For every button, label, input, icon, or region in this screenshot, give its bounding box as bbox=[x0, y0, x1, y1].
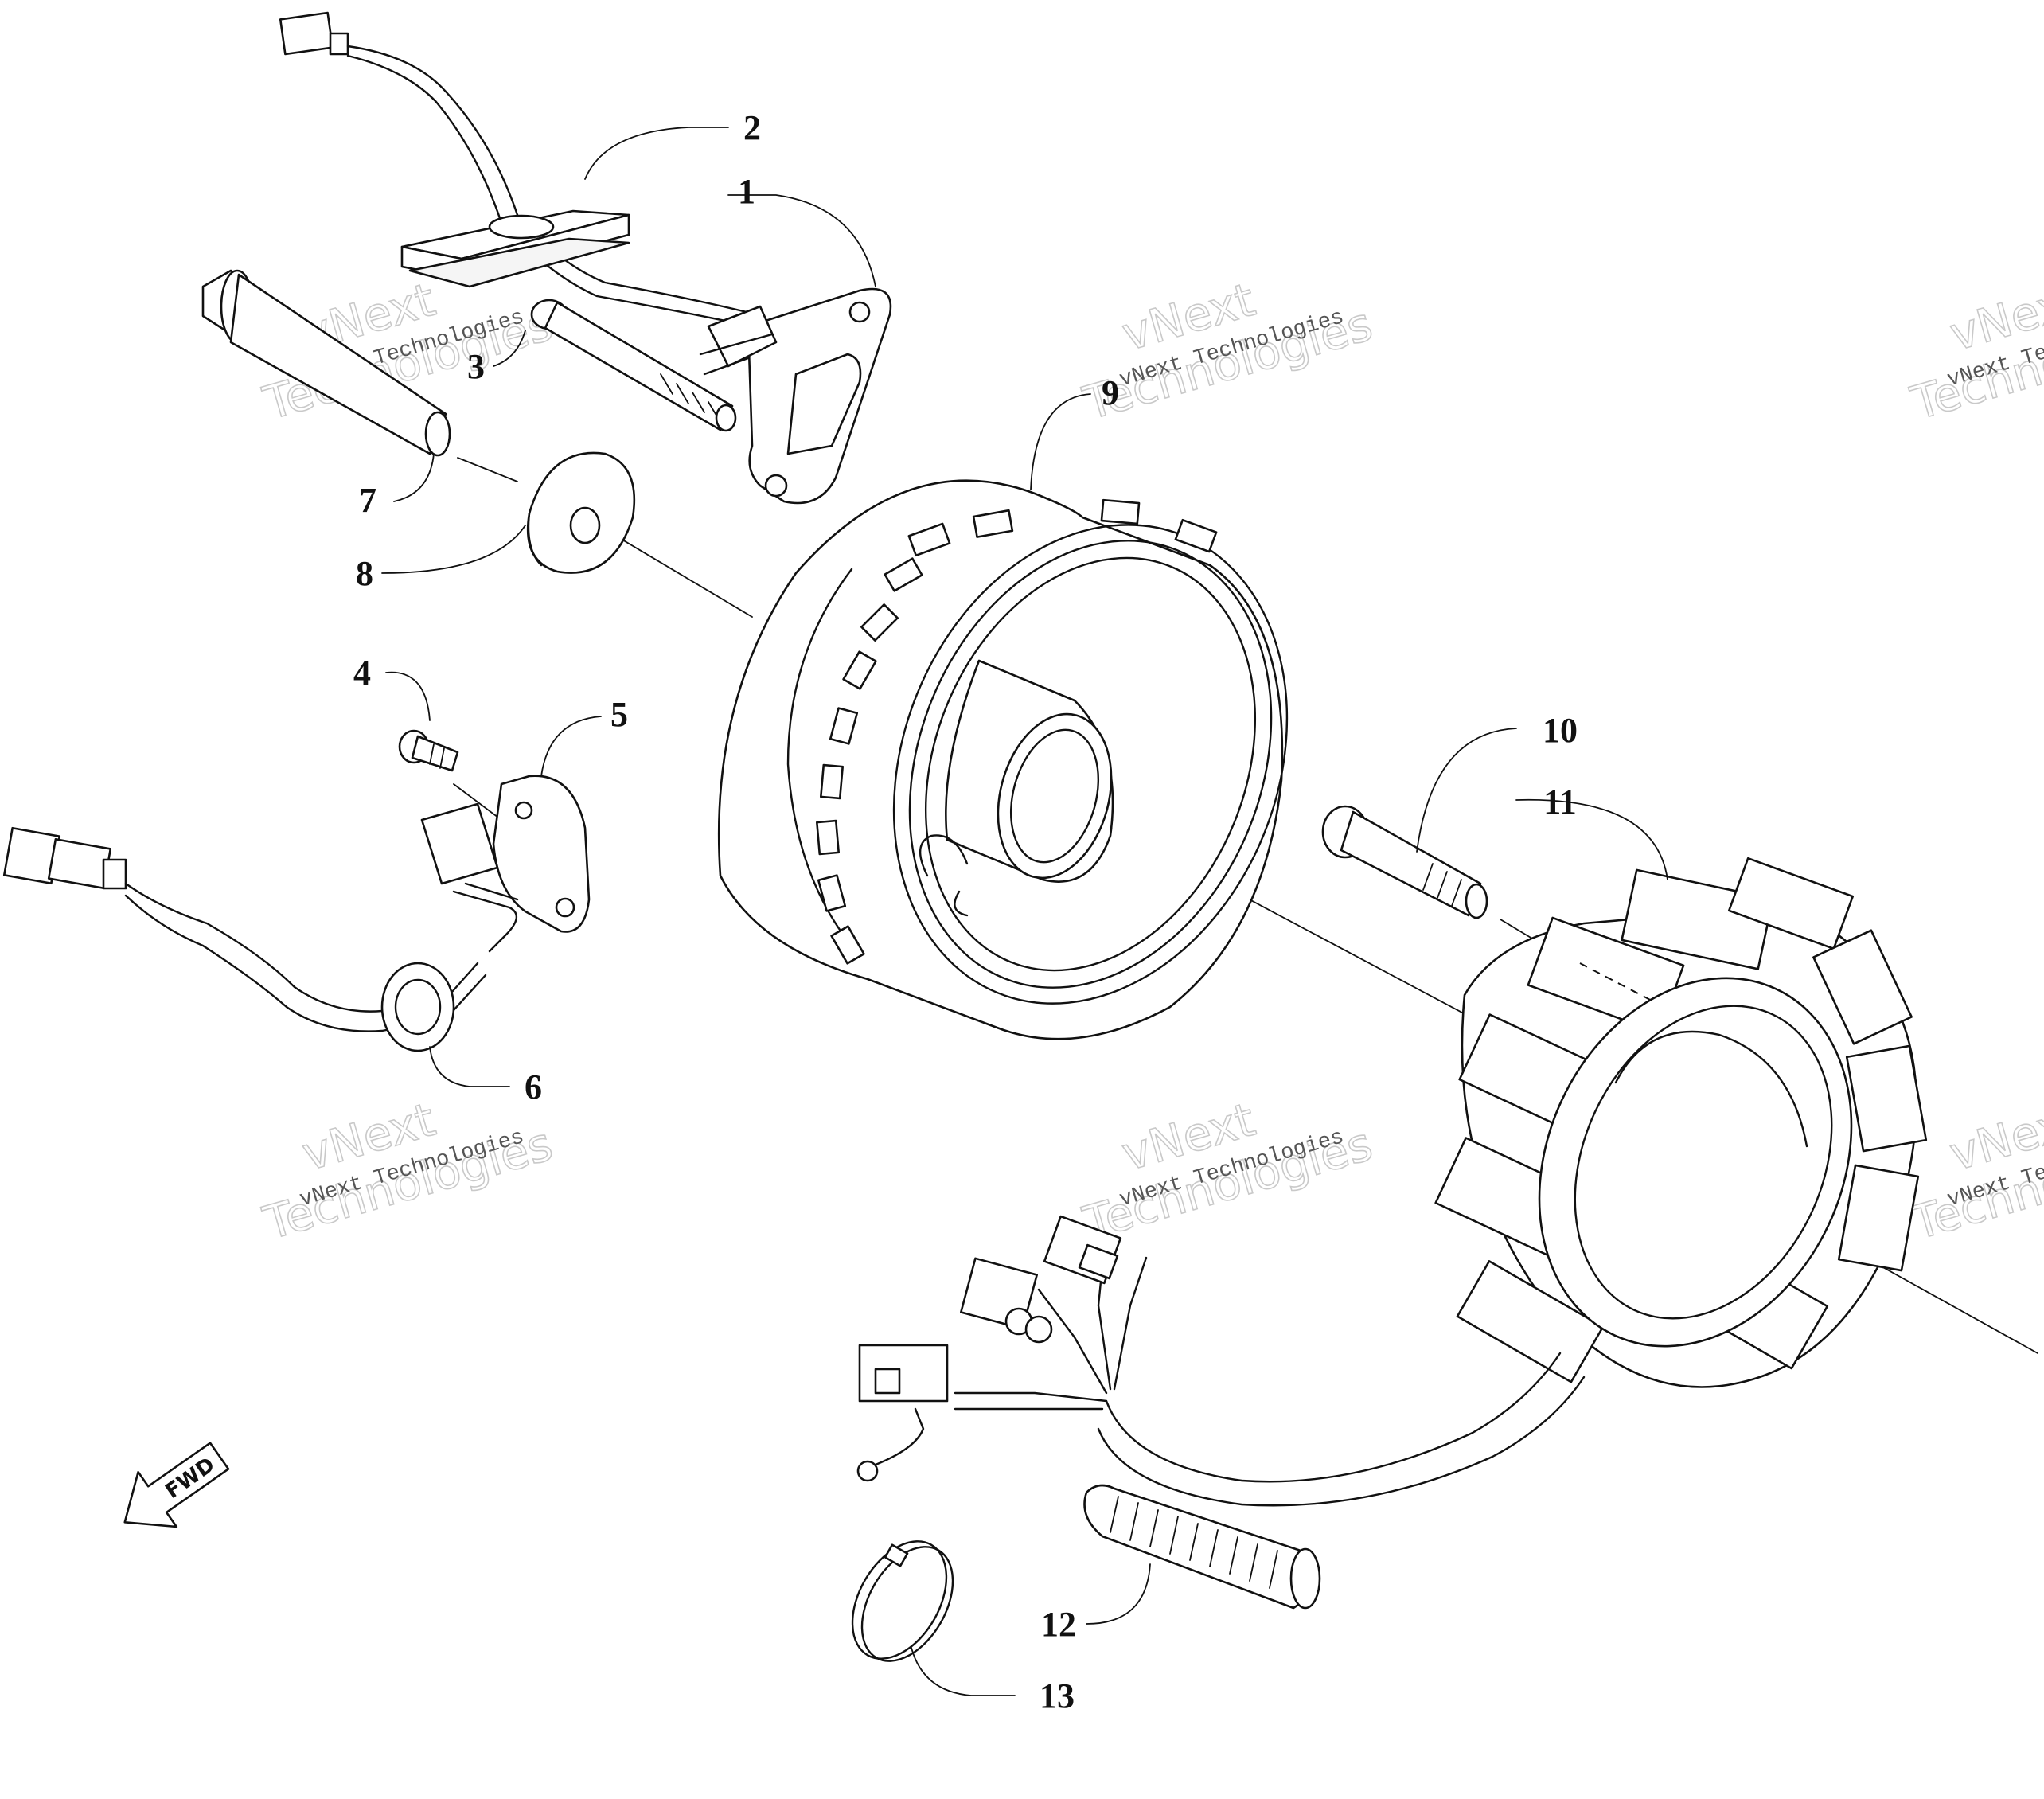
forward-direction-arrow: FWD bbox=[123, 1442, 230, 1528]
callout-8: 8 bbox=[356, 554, 373, 593]
callout-10: 10 bbox=[1543, 711, 1578, 750]
callout-labels: 1 2 3 4 5 6 7 8 9 10 11 12 13 bbox=[353, 108, 1578, 1715]
flywheel-part-9 bbox=[717, 479, 1289, 1040]
flywheel-magnets bbox=[816, 498, 1218, 965]
pickup-sensor-part-1 bbox=[699, 287, 892, 505]
pickup-sensor-part-5 bbox=[420, 775, 591, 953]
callout-3: 3 bbox=[467, 347, 485, 386]
watermark-bottom-center: vNext Technologies vNext Technologies bbox=[1077, 1091, 1379, 1251]
callout-5: 5 bbox=[610, 695, 628, 734]
callout-12: 12 bbox=[1041, 1605, 1076, 1644]
bolt-part-3 bbox=[530, 299, 737, 432]
grommet-seal-part-2 bbox=[400, 209, 630, 288]
stator-part-11 bbox=[1434, 857, 1928, 1388]
callout-7: 7 bbox=[359, 481, 376, 520]
watermark-bottom-left: vNext Technologies vNext Technologies bbox=[257, 1091, 559, 1251]
watermark-top-right: vNext Technologies vNext Technologies bbox=[1905, 271, 2044, 431]
hose-clamp-part-13 bbox=[851, 1540, 954, 1662]
screw-part-4 bbox=[398, 729, 459, 772]
bolt-part-10 bbox=[1321, 805, 1488, 919]
callout-2: 2 bbox=[743, 108, 761, 147]
callout-9: 9 bbox=[1102, 373, 1119, 412]
callout-1: 1 bbox=[738, 172, 755, 211]
shaft-pin-part-7 bbox=[201, 269, 451, 457]
grommet-part-6 bbox=[380, 962, 455, 1052]
lower-sensor-harness bbox=[2, 826, 487, 1032]
callout-13: 13 bbox=[1040, 1676, 1075, 1715]
leader-lines bbox=[381, 127, 1668, 1696]
stator-wire-harness bbox=[856, 1215, 1586, 1507]
wire-harness-sensor-upper bbox=[279, 11, 758, 328]
corrugated-sleeve-part-12 bbox=[1083, 1484, 1321, 1610]
callout-6: 6 bbox=[525, 1067, 542, 1106]
callout-11: 11 bbox=[1543, 782, 1577, 821]
callout-4: 4 bbox=[353, 654, 371, 693]
washer-part-8 bbox=[526, 451, 636, 574]
